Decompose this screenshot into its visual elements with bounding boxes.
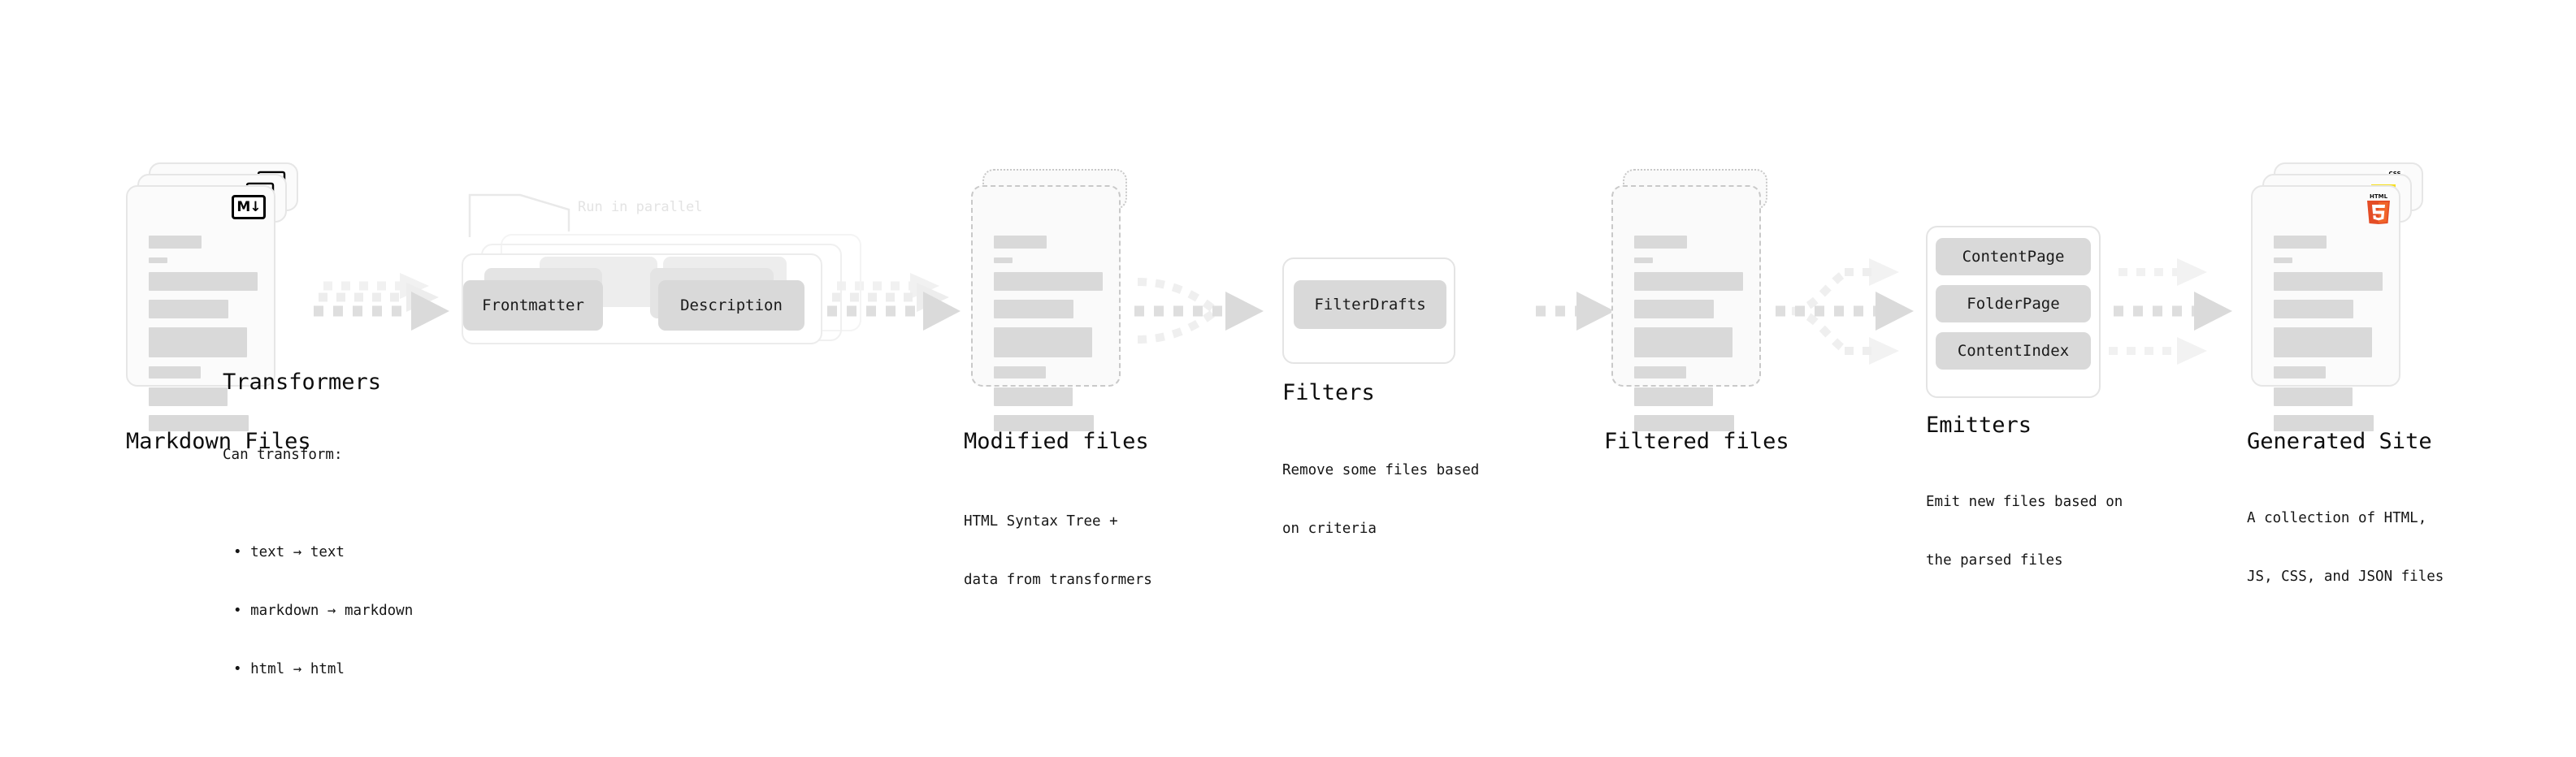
arrow-emitters-to-site [2109,258,2232,365]
pipeline-diagram: M↓ M↓ M↓ Markdown Files Run in parallel [126,162,2444,677]
doc-line [1634,300,1714,318]
caption-line: on criteria [1282,521,1377,537]
modified-files-caption: HTML Syntax Tree + data from transformer… [964,473,1152,629]
stage-title-transformers: Transformers [223,370,382,395]
doc-line [149,272,258,291]
doc-line [2274,257,2292,263]
markdown-icon: M↓ [232,195,266,219]
doc-line [1634,272,1743,291]
caption-line: Emit new files based on [1926,494,2123,510]
doc-skeleton-lines [994,236,1103,440]
stage-title-emitters: Emitters [1926,413,2032,438]
bullet-markdown-to-markdown: • markdown → markdown [233,603,414,619]
doc-line [994,272,1103,291]
transformer-pill-description[interactable]: Description [658,280,804,331]
doc-line [994,257,1013,263]
doc-line [149,366,201,378]
generated-site-caption: A collection of HTML, JS, CSS, and JSON … [2247,469,2444,625]
emitters-caption: Emit new files based on the parsed files [1926,453,2123,609]
bullet-text-to-text: • text → text [233,544,345,560]
arrow-modified-to-filters [1134,278,1264,344]
bullet-html-to-html: • html → html [233,661,345,677]
stage-title-modified-files: Modified files [964,429,1149,454]
stage-title-filtered-files: Filtered files [1604,429,1789,454]
doc-skeleton-lines [149,236,258,440]
transformers-caption-head: Can transform: [223,447,343,463]
doc-line [2274,272,2383,291]
doc-line [994,327,1092,357]
caption-line: data from transformers [964,572,1152,588]
transformers-caption-bullets: • text → text • markdown → markdown • ht… [223,504,413,718]
doc-line [2274,387,2353,406]
doc-line [1634,366,1686,378]
doc-line [994,366,1046,378]
doc-line [149,387,228,406]
doc-line [1634,415,1734,431]
doc-line [1634,236,1687,249]
doc-line [994,236,1047,249]
stage-title-filters: Filters [1282,380,1375,405]
html5-icon: HTML [2365,192,2392,224]
stage-title-generated-site: Generated Site [2247,429,2432,454]
site-card-html: HTML [2251,185,2400,431]
caption-line: the parsed files [1926,552,2063,569]
caption-line: HTML Syntax Tree + [964,513,1118,530]
doc-skeleton-lines [2274,236,2383,440]
doc-line [2274,236,2327,249]
arrow-filters-to-filtered [1536,292,1615,331]
run-in-parallel-bracket [468,193,570,237]
doc-line [2274,415,2374,431]
doc-line [1634,257,1653,263]
filtered-card-front [1611,185,1761,431]
run-in-parallel-label: Run in parallel [578,199,703,215]
doc-line [149,236,202,249]
caption-line: Remove some files based [1282,462,1480,478]
doc-line [994,300,1073,318]
arrow-filtered-to-emitters [1776,258,1914,365]
svg-text:HTML: HTML [2370,193,2388,200]
doc-line [2274,366,2326,378]
doc-line [149,415,249,431]
modified-card-front [971,185,1121,431]
markdown-card-front: M↓ [126,185,275,431]
emitter-pill-contentindex[interactable]: ContentIndex [1936,332,2091,370]
filter-pill-filterdrafts[interactable]: FilterDrafts [1294,280,1446,329]
doc-line [149,327,247,357]
doc-line [994,415,1094,431]
doc-skeleton-lines [1634,236,1743,440]
arrow-markdown-to-transformers [314,273,449,331]
transformers-caption: Can transform: • text → text • markdown … [223,406,413,757]
caption-line: JS, CSS, and JSON files [2247,569,2444,585]
doc-line [149,300,228,318]
doc-line [1634,327,1733,357]
doc-line [1634,387,1713,406]
doc-line [994,387,1073,406]
transformer-pill-frontmatter[interactable]: Frontmatter [463,280,603,331]
filters-caption: Remove some files based on criteria [1282,422,1479,577]
emitter-pill-contentpage[interactable]: ContentPage [1936,238,2091,275]
doc-line [149,257,167,263]
doc-line [2274,300,2353,318]
stage-title-markdown-files: Markdown Files [126,429,311,454]
emitter-pill-folderpage[interactable]: FolderPage [1936,285,2091,322]
caption-line: A collection of HTML, [2247,510,2427,526]
doc-line [2274,327,2372,357]
